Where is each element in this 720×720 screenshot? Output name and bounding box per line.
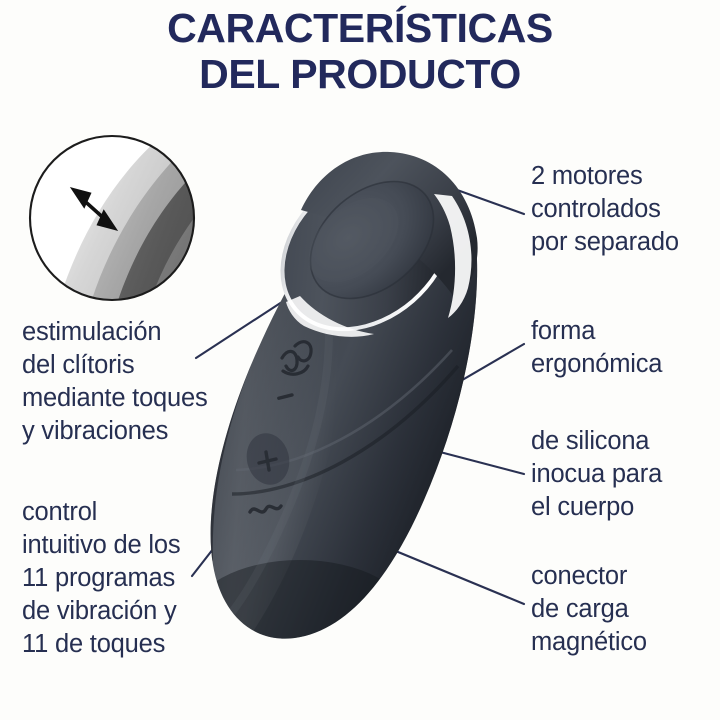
- callout-silicona-line-1: de silicona: [531, 427, 650, 455]
- callout-conector-line-2: de carga: [531, 594, 629, 623]
- head-rim-highlight-left: [286, 296, 374, 337]
- callout-control-line-1: control: [22, 498, 98, 526]
- callout-estimulacion-line-3: mediante toques: [22, 383, 208, 412]
- callout-estimulacion-line-1: estimulación: [22, 318, 162, 346]
- callout-silicona-line-2: inocua para: [531, 459, 663, 488]
- callout-control-line-2: intuitivo de los: [22, 530, 181, 559]
- magnifier-border: [28, 134, 196, 302]
- callout-control-line-4: de vibración y: [22, 596, 177, 625]
- double-headed-arrow: [69, 187, 119, 231]
- head-rim-highlight: [434, 194, 472, 318]
- callout-motores-line-2: controlados: [531, 194, 661, 223]
- vibration-icon: [248, 504, 283, 514]
- title-line-2: DEL PRODUCTO: [199, 50, 521, 97]
- callout-forma-line-1: forma: [531, 317, 596, 345]
- callout-control: control intuitivo de los 11 programas de…: [22, 496, 181, 660]
- callout-control-line-5: 11 de toques: [22, 629, 166, 658]
- callout-motores-line-1: 2 motores: [531, 162, 643, 190]
- plus-button: [257, 450, 278, 472]
- callout-estimulacion: estimulación del clítoris mediante toque…: [22, 316, 208, 448]
- air-pulse-icon: [280, 340, 313, 376]
- product-controls: [246, 340, 313, 514]
- product-body: [210, 151, 478, 639]
- callout-motores-line-3: por separado: [531, 227, 679, 256]
- minus-button: [277, 393, 294, 400]
- connector-estimulacion: [194, 298, 287, 360]
- title-line-1: CARACTERÍSTICAS: [167, 5, 553, 51]
- callout-estimulacion-line-2: del clítoris: [22, 350, 135, 379]
- connector-forma: [450, 342, 526, 388]
- callout-silicona: de silicona inocua para el cuerpo: [531, 425, 662, 524]
- callout-conector: conector de carga magnético: [531, 560, 647, 659]
- callout-forma-line-2: ergonómica: [531, 349, 663, 378]
- callout-conector-line-3: magnético: [531, 627, 647, 656]
- callout-control-line-3: 11 programas: [22, 563, 176, 592]
- callout-motores: 2 motores controlados por separado: [531, 160, 679, 259]
- head-recess: [308, 180, 435, 300]
- connector-silicona: [438, 450, 526, 476]
- callout-silicona-line-3: el cuerpo: [531, 492, 635, 521]
- page-title: CARACTERÍSTICAS DEL PRODUCTO: [0, 5, 720, 98]
- callout-estimulacion-line-4: y vibraciones: [22, 416, 169, 445]
- callout-forma: forma ergonómica: [531, 315, 662, 381]
- callout-conector-line-1: conector: [531, 562, 628, 590]
